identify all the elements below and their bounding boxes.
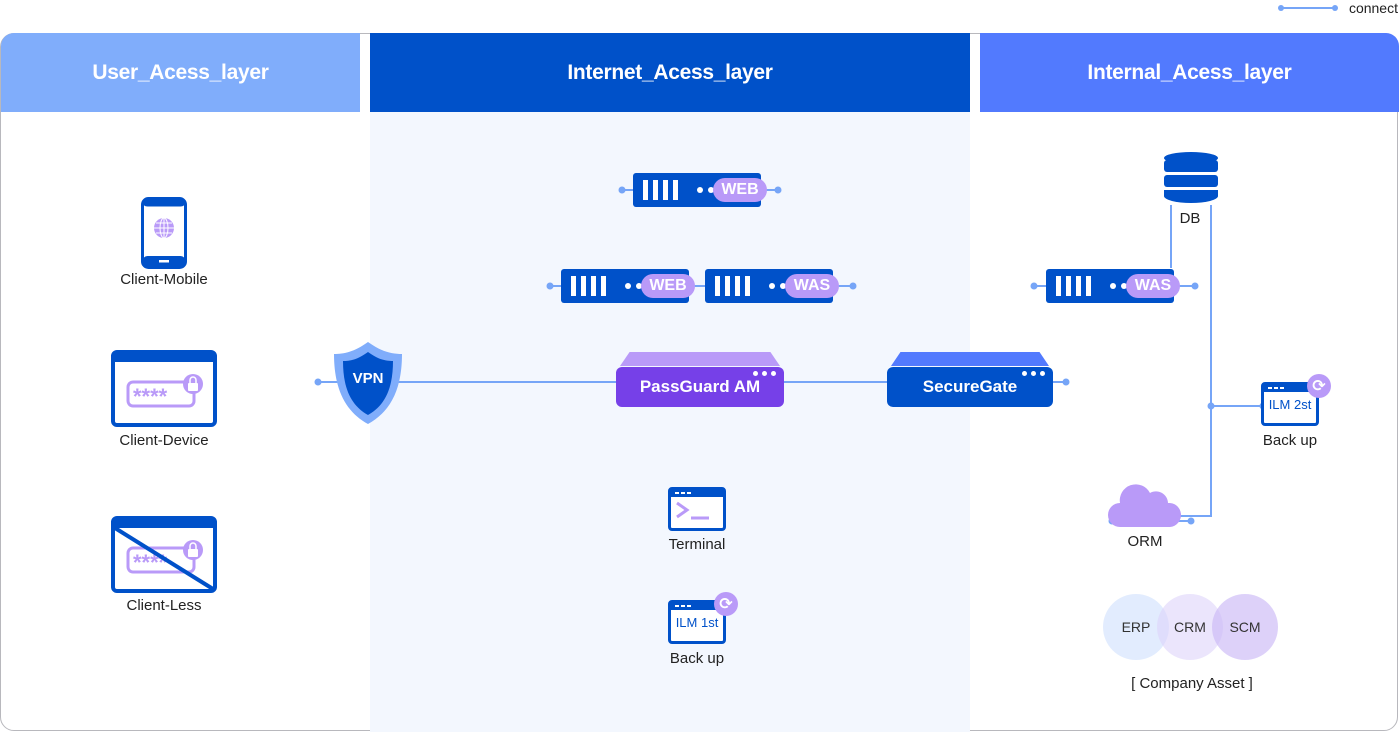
server-bars-icon (571, 276, 606, 296)
database-icon (1164, 152, 1218, 203)
header-internet-access-layer: Internet_Acess_layer (370, 33, 970, 112)
server-dots-icon (1110, 283, 1127, 289)
terminal-label: Terminal (668, 536, 726, 553)
server-dots-icon (769, 283, 786, 289)
client-device-label: Client-Device (119, 432, 209, 449)
password-window-crossed-icon: **** (111, 516, 217, 593)
link-node (1030, 282, 1038, 290)
backup-window-icon: ILM 1st (668, 600, 726, 644)
web-server-2[interactable]: WEB (561, 269, 695, 303)
server-bars-icon (1056, 276, 1091, 296)
company-asset-caption: [ Company Asset ] (1131, 675, 1253, 692)
securegate-label: SecureGate (922, 377, 1018, 396)
header-user-access-layer: User_Acess_layer (1, 33, 360, 112)
server-tag: WEB (713, 178, 767, 202)
legend: connect (1277, 0, 1400, 16)
svg-text:****: **** (133, 550, 168, 575)
shield-icon (334, 342, 402, 424)
link-node (849, 282, 857, 290)
link-node (1207, 402, 1215, 410)
link-node (314, 378, 322, 386)
backup-label: Back up (1262, 432, 1318, 449)
backup-badge: ILM 2st (1268, 397, 1312, 412)
more-dots-icon (753, 371, 776, 376)
backup-badge: ILM 1st (675, 615, 719, 630)
securegate-body: SecureGate (887, 367, 1053, 407)
link-node (1187, 517, 1195, 525)
asset-scm[interactable]: SCM (1212, 594, 1278, 660)
server-bars-icon (643, 180, 678, 200)
server-dots-icon (697, 187, 714, 193)
passguard-body: PassGuard AM (616, 367, 784, 407)
vpn-label: VPN (352, 370, 384, 387)
client-less-label: Client-Less (126, 597, 202, 614)
cloud-icon (1108, 484, 1182, 527)
passguard-top (620, 352, 780, 366)
server-tag: WAS (785, 274, 839, 298)
db-trunk-line (1178, 205, 1212, 517)
link-node (618, 186, 626, 194)
was-server-1[interactable]: WAS (705, 269, 839, 303)
server-dots-icon (625, 283, 642, 289)
sync-icon: ⟳ (1307, 374, 1331, 398)
link-node (1062, 378, 1070, 386)
more-dots-icon (1022, 371, 1045, 376)
was-server-internal[interactable]: WAS (1046, 269, 1180, 303)
client-mobile-label: Client-Mobile (120, 271, 208, 288)
server-tag: WAS (1126, 274, 1180, 298)
connect-line-icon (1277, 5, 1338, 11)
passguard-label: PassGuard AM (639, 377, 761, 396)
header-internal-access-layer: Internal_Acess_layer (980, 33, 1399, 112)
web-server-1[interactable]: WEB (633, 173, 767, 207)
sync-icon: ⟳ (714, 592, 738, 616)
server-tag: WEB (641, 274, 695, 298)
password-window-icon: **** (111, 350, 217, 427)
server-bars-icon (715, 276, 750, 296)
legend-label: connect (1348, 0, 1398, 16)
orm-label: ORM (1127, 533, 1163, 550)
link-node (774, 186, 782, 194)
backup-label: Back up (669, 650, 725, 667)
terminal-icon (668, 487, 726, 531)
mobile-globe-icon (141, 197, 187, 269)
link-node (1191, 282, 1199, 290)
db-label: DB (1179, 210, 1201, 227)
link-node (546, 282, 554, 290)
securegate-top (891, 352, 1049, 366)
svg-text:****: **** (133, 384, 168, 409)
